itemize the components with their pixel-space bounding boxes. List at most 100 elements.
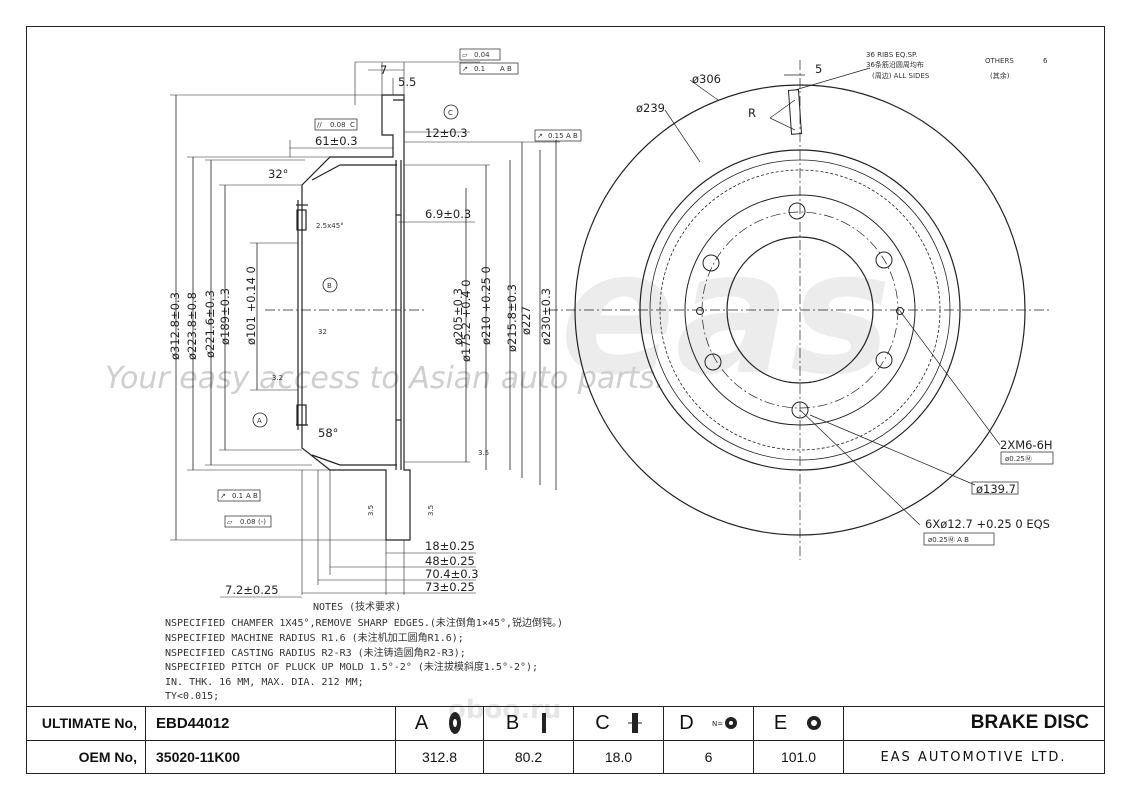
note-line-6: TY<0.015; <box>165 691 219 702</box>
dim-6-9: 6.9±0.3 <box>425 207 471 221</box>
ribs-note-cn: 36条筋沿圆周均布 <box>866 60 924 69</box>
note-line-3: NSPECIFIED CASTING RADIUS R2-R3 (未注铸造圆角R… <box>165 646 466 659</box>
svg-text:A B: A B <box>500 65 512 73</box>
dim-189: ø189±0.3 <box>218 288 232 345</box>
col-a-letter: A <box>414 711 429 734</box>
col-d-header: D N= <box>664 706 754 740</box>
holes-tol: ø0.25Ⓜ A B <box>928 536 969 544</box>
svg-text:0.1: 0.1 <box>232 492 243 500</box>
front-view <box>548 60 1054 560</box>
dim-210: ø210 +0.25 0 <box>479 266 493 345</box>
surface-mark-1: 3.2 <box>272 374 283 382</box>
notes-title: NOTES (技术要求) <box>313 600 401 613</box>
dim-70: 70.4±0.3 <box>425 567 479 581</box>
dim-61: 61±0.3 <box>315 134 358 148</box>
datum-b: B <box>327 282 332 290</box>
disc-hat-profile <box>301 94 411 541</box>
bolt-hole-3 <box>875 351 893 369</box>
dim-7-2: 7.2±0.25 <box>225 583 279 597</box>
drawing-sheet <box>26 26 1105 774</box>
front-view-labels: ø306 ø239 5 R 36 RIBS EQ.SP. 36条筋沿圆周均布 (… <box>636 51 1053 544</box>
ultimate-value: EBD44012 <box>146 706 396 740</box>
datum-c: C <box>448 109 453 117</box>
dim-205: ø205±0.3 <box>451 288 465 345</box>
disc-diameter-icon <box>449 712 462 734</box>
svg-text:0.15: 0.15 <box>548 132 564 140</box>
title-block: ULTIMATE No, EBD44012 A B C D N= E BRAKE… <box>26 706 1105 774</box>
dim-221: ø221.6±0.3 <box>203 290 217 358</box>
part-title: BRAKE DISC <box>970 712 1089 733</box>
oem-label: OEM No, <box>26 740 146 774</box>
dim-306: ø306 <box>692 72 721 86</box>
ribs-note-sides: (周边) ALL SIDES <box>872 71 930 80</box>
note-line-2: NSPECIFIED MACHINE RADIUS R1.6 (未注机加工圆角R… <box>165 631 464 644</box>
dim-12: 12±0.3 <box>425 126 468 140</box>
datum-a: A <box>257 417 262 425</box>
svg-text:N=: N= <box>712 720 723 728</box>
col-b-header: B <box>484 706 574 740</box>
holes-label: 6Xø12.7 +0.25 0 EQS <box>925 517 1050 531</box>
dim-5-5: 5.5 <box>398 75 416 89</box>
col-b-letter: B <box>505 711 520 734</box>
dim-73: 73±0.25 <box>425 580 475 594</box>
thread-hole-2 <box>896 307 904 315</box>
watermark-brand: eas <box>560 215 891 413</box>
svg-text:(-): (-) <box>258 518 266 526</box>
svg-text:↗: ↗ <box>220 492 226 500</box>
bolt-hole-4 <box>791 401 809 419</box>
dim-7: 7 <box>380 63 387 77</box>
company-name: EAS AUTOMOTIVE LTD. <box>880 749 1067 765</box>
bolt-hole-6 <box>702 254 720 272</box>
r-label: R <box>748 106 756 120</box>
col-c-letter: C <box>595 711 610 734</box>
dim-230: ø230±0.3 <box>539 288 553 345</box>
side-view <box>170 48 582 598</box>
svg-text:▱: ▱ <box>462 51 468 59</box>
col-d-letter: D <box>679 711 694 734</box>
col-c-header: C <box>574 706 664 740</box>
dim-227: ø227 <box>519 306 533 335</box>
col-b-value: 80.2 <box>484 740 574 774</box>
thread-hole-1 <box>696 307 704 315</box>
tolerance-frame-6: ▱0.08(-) <box>227 518 266 526</box>
svg-text:0.08: 0.08 <box>240 518 256 526</box>
angle-58: 58° <box>318 426 338 440</box>
note-line-1: NSPECIFIED CHAMFER 1X45°,REMOVE SHARP ED… <box>165 616 563 629</box>
col-e-header: E <box>754 706 844 740</box>
surface-mark-3: 3.5 <box>367 505 375 516</box>
watermark-tagline: Your easy access to Asian auto parts. <box>105 361 664 396</box>
chamfer-label: 2.5x45° <box>316 222 344 230</box>
disc-thickness-icon <box>627 713 642 733</box>
surface-mark-4: 3.5 <box>427 505 435 516</box>
col-a-value: 312.8 <box>396 740 484 774</box>
oem-value: 35020-11K00 <box>146 740 396 774</box>
pcd-label: ø139.7 <box>976 482 1016 496</box>
dim-groove: 5 <box>815 62 822 76</box>
dim-101: ø101 +0.14 0 <box>244 266 258 345</box>
surface-mark-2: 3.5 <box>478 449 489 457</box>
others-mark: 6 <box>1043 57 1048 65</box>
dim-48: 48±0.25 <box>425 554 475 568</box>
svg-text://: // <box>317 121 322 129</box>
col-e-value: 101.0 <box>754 740 844 774</box>
title-row-oem: OEM No, 35020-11K00 312.8 80.2 18.0 6 10… <box>26 740 1105 774</box>
hole-count-icon: N= <box>712 717 737 729</box>
svg-text:0.08: 0.08 <box>330 121 346 129</box>
angle-32: 32° <box>268 167 288 181</box>
others-en: OTHERS <box>985 57 1014 65</box>
watermark: eas Your easy access to Asian auto parts… <box>105 215 891 413</box>
bolt-hole-1 <box>788 202 806 220</box>
svg-text:0.04: 0.04 <box>474 51 490 59</box>
col-a-header: A <box>396 706 484 740</box>
svg-text:A B: A B <box>246 492 258 500</box>
dim-18: 18±0.25 <box>425 539 475 553</box>
svg-text:↗: ↗ <box>537 132 543 140</box>
notes: NOTES (技术要求) NSPECIFIED CHAMFER 1X45°,RE… <box>165 600 563 702</box>
svg-text:↗: ↗ <box>462 65 468 73</box>
dim-215: ø215.8±0.3 <box>505 284 519 352</box>
col-c-value: 18.0 <box>574 740 664 774</box>
